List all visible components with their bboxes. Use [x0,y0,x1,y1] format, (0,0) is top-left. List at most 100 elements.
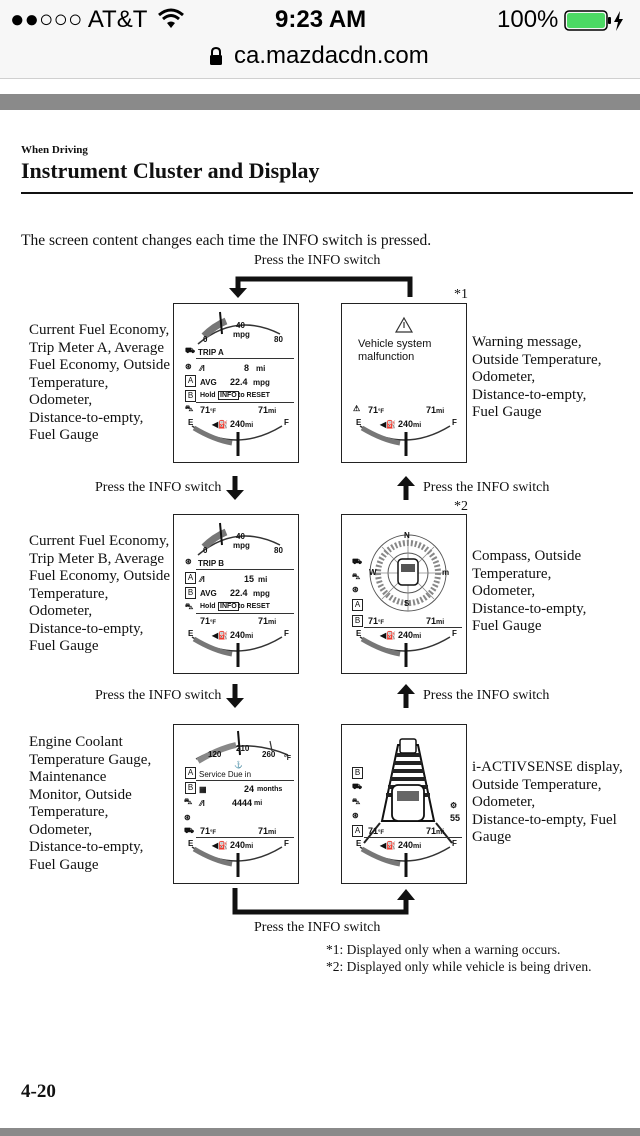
odo-unit: mi [436,619,445,626]
steering-icon: ⊛ [352,585,359,594]
trip-unit: mi [258,575,268,584]
car-icon: ⛟ [352,557,363,566]
service-label: Service Due in [199,770,252,779]
months-value: 24 [244,784,255,794]
fuel-rate-icon: ⁄⁄l [200,799,205,808]
caption-line: Outside Temperature, [472,351,602,368]
fuel-pump-icon: ◀⛽ [212,841,229,850]
press-label-top: Press the INFO switch [254,253,381,268]
gauge-unit: mpg [233,330,250,339]
odo-value: 71 [258,826,269,836]
fuel-full-label: F [452,418,457,427]
divider [196,569,294,570]
fuel-pump-icon: ◀⛽ [380,631,397,640]
odo-unit: mi [268,408,277,415]
warning-message: Vehicle system [358,338,432,350]
fuel-gauge [359,636,451,667]
fuel-empty-label: E [356,418,362,427]
car-icon: ⛍ [185,602,194,611]
battery-percent: 100% [497,6,559,33]
gauge-high: 80 [274,546,283,555]
footnote-2: *2: Displayed only while vehicle is bein… [326,959,592,974]
caption-line: Temperature, [29,374,109,391]
trip-title: TRIP A [198,348,224,357]
miles-unit: mi [254,800,263,807]
side-b-indicator: B [352,767,363,779]
hold-label: Hold [200,392,216,399]
coolant-unit: °F [284,755,292,762]
temp-value: 71 [200,616,211,626]
caption-line: Current Fuel Economy, [29,322,170,338]
side-b-indicator: B [352,615,363,627]
avg-value: 22.4 [230,377,248,387]
temp-value: 71 [368,826,379,836]
temp-value: 71 [200,826,211,836]
caption-line: Distance-to-empty, [29,409,144,426]
fuel-economy-gauge [197,522,281,556]
trip-unit: mi [256,364,266,373]
caption-line: Monitor, Outside [29,786,132,803]
compass-south: S [404,599,410,608]
compass-west: W [369,568,377,577]
display-compass: N S W m ⛟ ⛍ ⊛ A B 71°F 71mi E F ◀⛽ 240mi [341,514,467,674]
gauge-mid: 40 [236,532,245,541]
caption-warning: Warning message,Outside Temperature,Odom… [472,334,601,422]
trip-value: 15 [244,574,255,584]
url-text[interactable]: ca.mazdacdn.com [234,42,429,69]
divider [364,627,462,628]
avg-unit: mpg [253,378,270,387]
caption-line: Engine Coolant [29,734,123,750]
divider [196,613,294,614]
address-bar[interactable]: ca.mazdacdn.com [0,40,640,79]
caption-line: Odometer, [472,583,536,599]
side-a-indicator: A [185,375,196,387]
fuel-full-label: F [284,839,289,848]
trip-title: TRIP B [198,559,225,568]
reset-label: to RESET [238,392,270,399]
coolant-low: 120 [208,750,222,759]
car-icon: ⛍ [184,797,193,806]
temp-unit: °F [210,620,217,626]
lock-icon [208,46,224,71]
caption-line: Maintenance [29,769,107,785]
fuel-pump-icon: ◀⛽ [212,631,229,640]
compass-east: m [442,568,450,577]
press-label-bottom: Press the INFO switch [254,920,381,935]
side-a-indicator: A [185,572,196,584]
fuel-pump-icon: ◀⛽ [380,420,397,429]
gauge-high: 80 [274,335,283,344]
speed-value: 55 [450,813,461,823]
fuel-rate-icon: ⁄⁄l [200,364,205,373]
divider [364,837,462,838]
caption-line: Fuel Gauge [472,404,542,420]
caption-line: Fuel Gauge [29,638,99,654]
car-icon: ⛍ [352,797,361,806]
side-b-indicator: B [185,390,196,402]
side-a-indicator: A [352,825,363,837]
caption-line: Odometer, [29,603,93,619]
caption-line: Trip Meter A, Average [29,339,164,356]
reset-label: to RESET [238,603,270,610]
temp-value: 71 [368,405,379,415]
gauge-low: 0 [203,546,208,555]
car-icon: ⛍ [352,572,361,581]
odo-unit: mi [436,408,445,415]
odo-unit: mi [436,829,445,836]
coolant-icon: ⚓ [234,762,243,769]
odo-unit: mi [268,829,277,836]
temp-unit: °F [210,409,217,415]
caption-line: Trip Meter B, Average [29,550,164,567]
temp-value: 71 [368,616,379,626]
divider [196,358,294,359]
caption-line: Fuel Gauge [29,427,99,443]
press-label-right-2: Press the INFO switch [423,688,550,703]
odo-value: 71 [426,616,437,626]
dte-value: 240 [398,840,414,850]
trip-value: 8 [244,363,250,373]
warning-message: malfunction [358,351,415,363]
status-bar: ●●○○○ AT&T 9:23 AM 100% [0,0,640,40]
dte-unit: mi [245,843,254,850]
car-icon: ⛟ [184,826,195,835]
fuel-full-label: F [284,418,289,427]
